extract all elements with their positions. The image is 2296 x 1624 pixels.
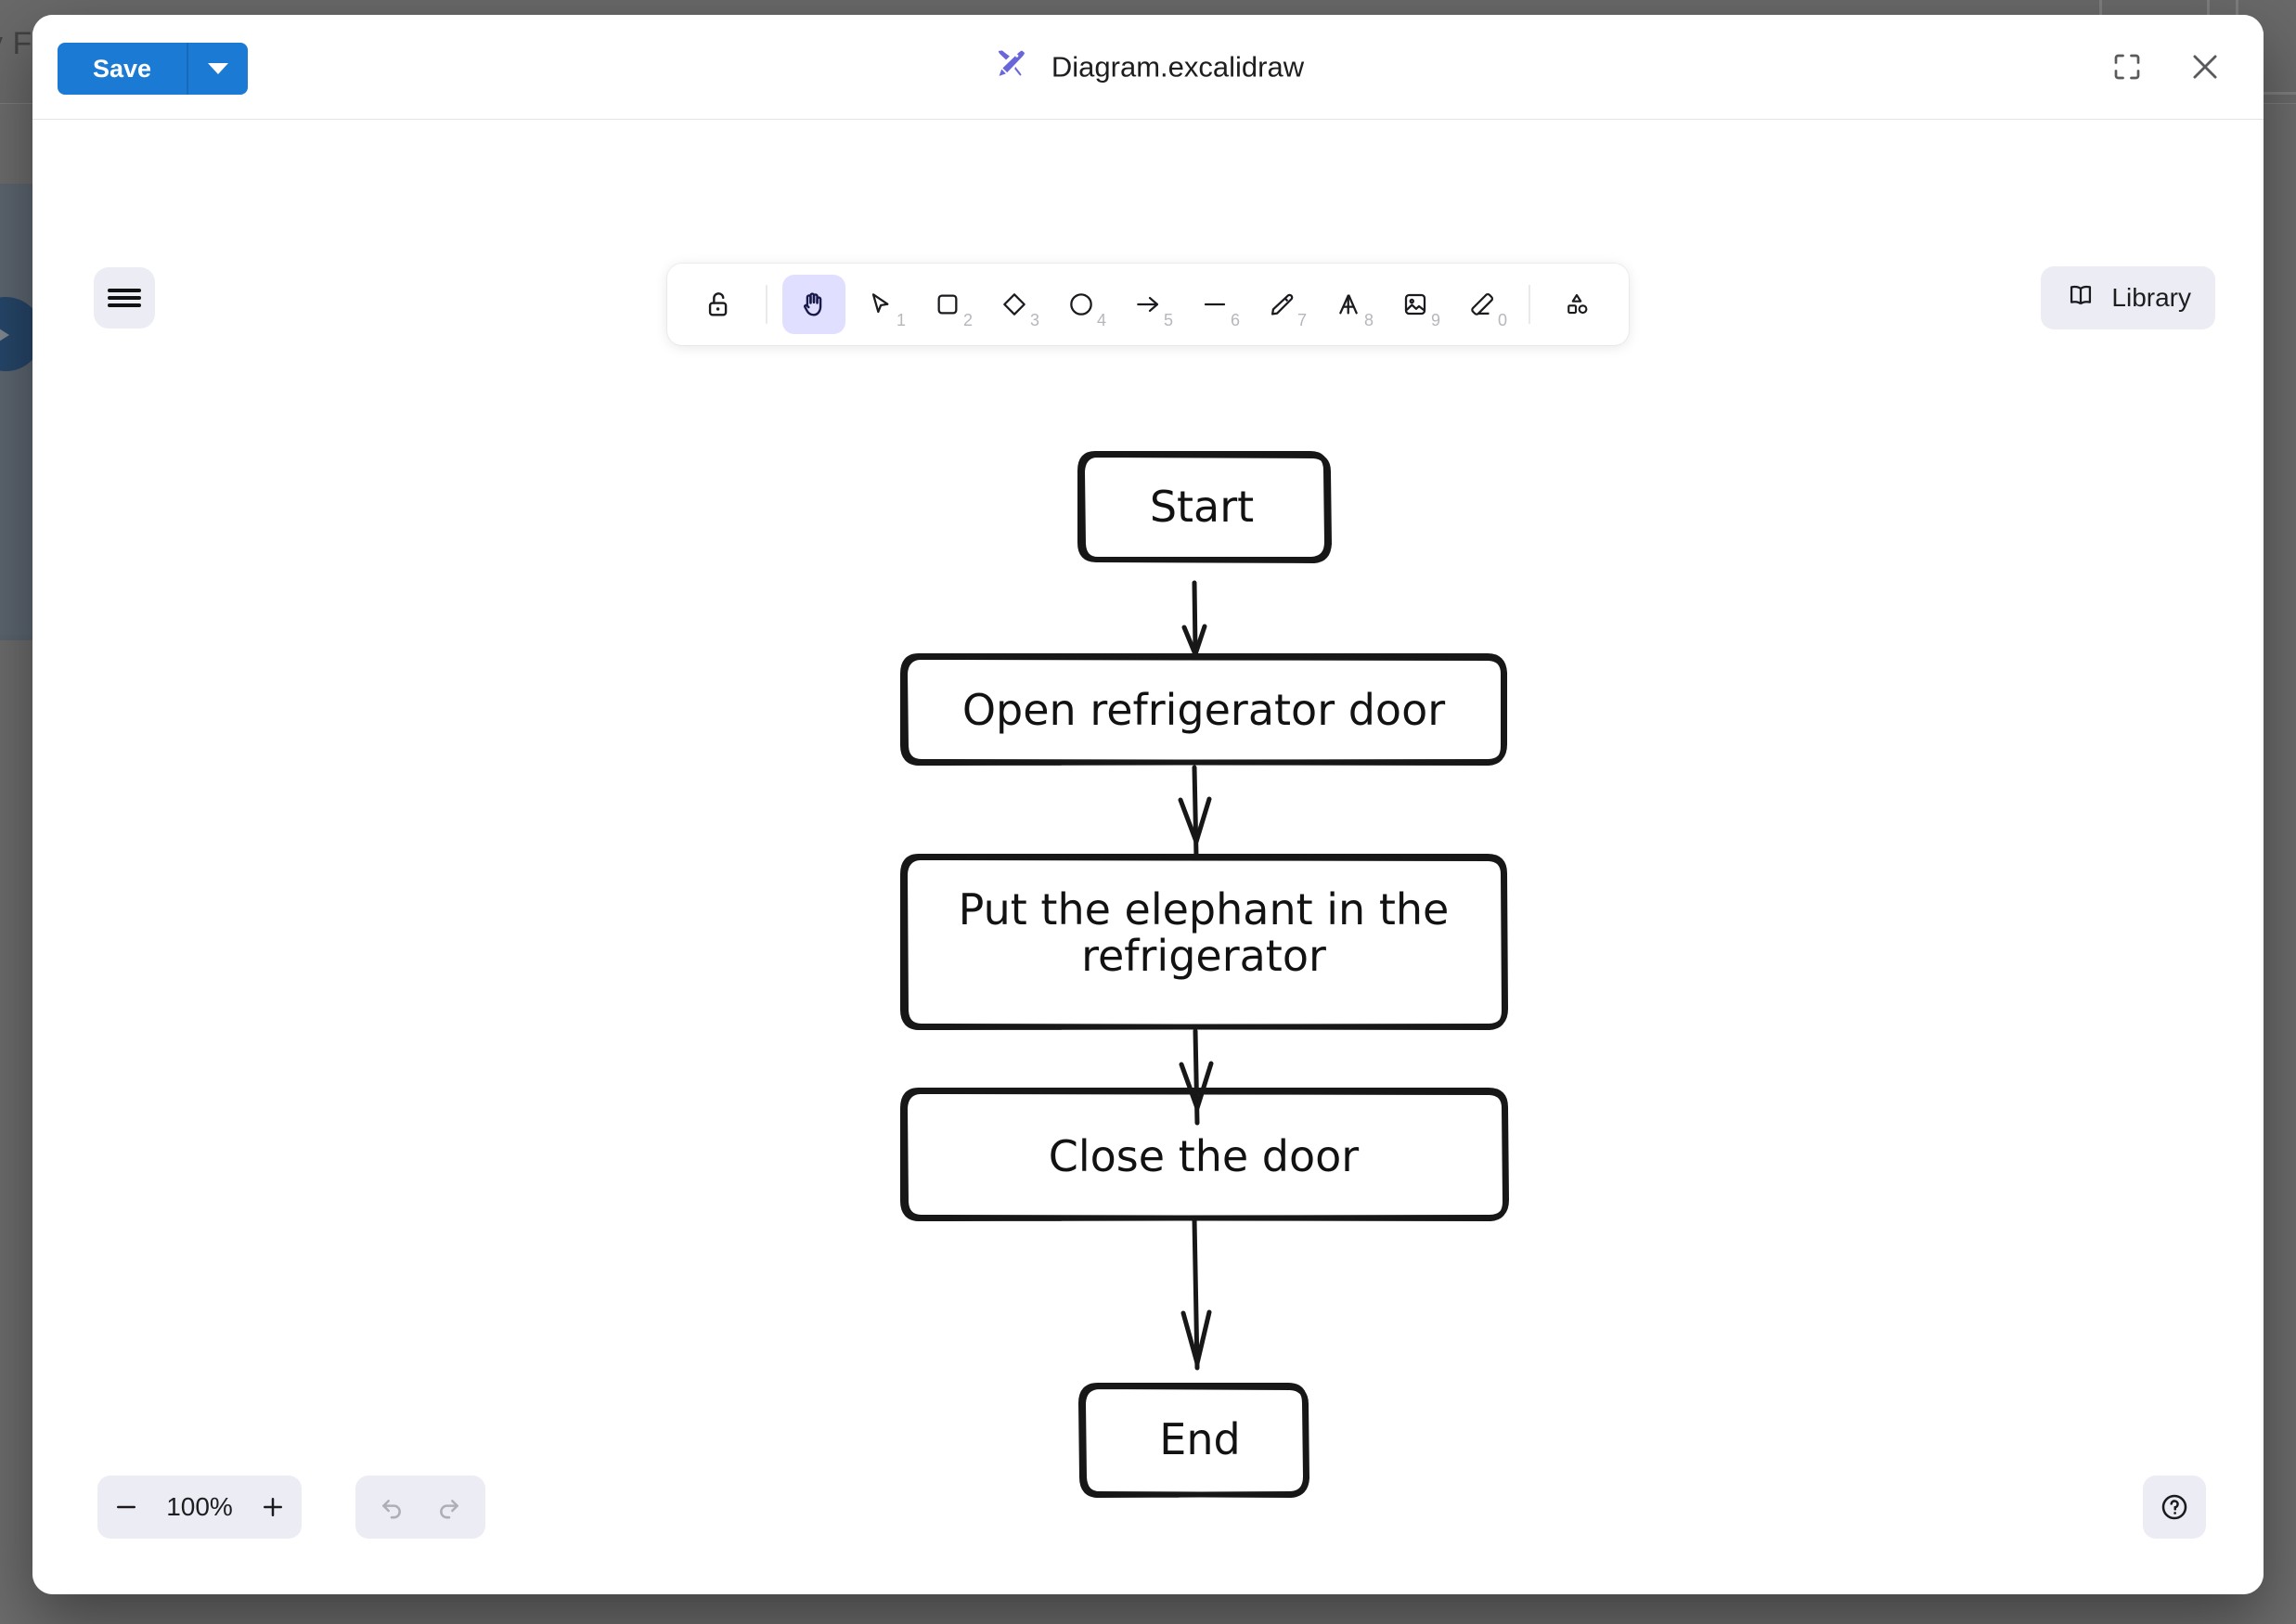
tool-draw[interactable]: 7 bbox=[1250, 275, 1313, 334]
window-title-group: Diagram.excalidraw bbox=[992, 46, 1304, 88]
fullscreen-button[interactable] bbox=[2106, 45, 2148, 88]
node-end-label: End bbox=[1159, 1414, 1240, 1464]
tool-shortcut-rectangle: 2 bbox=[962, 311, 973, 329]
window-controls bbox=[2106, 45, 2226, 88]
node-put-label-line2: refrigerator bbox=[1081, 931, 1326, 981]
edge-start-to-open bbox=[1192, 580, 1198, 653]
main-toolbar: 1 2 3 4 bbox=[667, 264, 1629, 345]
redo-button[interactable] bbox=[420, 1476, 478, 1539]
undo-button[interactable] bbox=[363, 1476, 420, 1539]
edge-close-to-end-head bbox=[1180, 1309, 1212, 1366]
zoom-level-value[interactable]: 100% bbox=[166, 1492, 233, 1521]
page-title: Diagram.excalidraw bbox=[1051, 50, 1305, 83]
tool-hand[interactable] bbox=[782, 275, 845, 334]
node-start-shape bbox=[1077, 451, 1332, 563]
tool-shortcut-draw: 7 bbox=[1296, 311, 1307, 329]
background-topbar-text: ly F bbox=[0, 26, 32, 61]
excalidraw-crossed-pencils-icon bbox=[992, 46, 1029, 88]
flowchart: Start Open refrigerator door Put the ele… bbox=[900, 451, 1509, 1498]
zoom-controls: 100% bbox=[97, 1476, 302, 1539]
drawing-canvas[interactable]: 1 2 3 4 bbox=[32, 120, 2264, 1594]
tool-shortcut-eraser: 0 bbox=[1497, 311, 1507, 329]
menu-bar-3 bbox=[108, 303, 141, 307]
toolbar-divider-1 bbox=[766, 285, 767, 324]
tool-diamond[interactable]: 3 bbox=[983, 275, 1046, 334]
library-button-label: Library bbox=[2111, 283, 2191, 312]
node-open-shape bbox=[900, 653, 1507, 766]
node-start-label: Start bbox=[1150, 482, 1254, 532]
menu-bar-1 bbox=[108, 289, 141, 292]
tool-shortcut-diamond: 3 bbox=[1029, 311, 1039, 329]
window-titlebar: Save Diagram.excalidraw bbox=[32, 15, 2264, 120]
tool-line[interactable]: 6 bbox=[1183, 275, 1246, 334]
tool-shortcut-selection: 1 bbox=[896, 311, 906, 329]
chevron-down-icon bbox=[208, 63, 229, 74]
tool-arrow[interactable]: 5 bbox=[1116, 275, 1180, 334]
tool-selection[interactable]: 1 bbox=[849, 275, 912, 334]
tool-eraser[interactable]: 0 bbox=[1451, 275, 1514, 334]
node-put-label-line1: Put the elephant in the bbox=[959, 884, 1450, 934]
zoom-out-button[interactable] bbox=[97, 1476, 155, 1539]
library-button[interactable]: Library bbox=[2041, 266, 2215, 329]
save-button[interactable]: Save bbox=[58, 43, 187, 95]
help-button[interactable] bbox=[2143, 1476, 2206, 1539]
tool-shortcut-text: 8 bbox=[1363, 311, 1374, 329]
excalidraw-window: Save Diagram.excalidraw bbox=[32, 15, 2264, 1594]
hamburger-menu-icon[interactable] bbox=[94, 267, 155, 329]
tool-text[interactable]: 8 bbox=[1317, 275, 1380, 334]
tool-rectangle[interactable]: 2 bbox=[916, 275, 979, 334]
node-close-label: Close the door bbox=[1049, 1131, 1360, 1181]
edge-put-to-close-head bbox=[1179, 1061, 1214, 1111]
history-controls bbox=[355, 1476, 485, 1539]
book-icon bbox=[2065, 279, 2096, 317]
tool-ellipse[interactable]: 4 bbox=[1050, 275, 1113, 334]
node-open-label: Open refrigerator door bbox=[962, 685, 1445, 735]
save-button-group[interactable]: Save bbox=[58, 43, 249, 95]
tool-shortcut-ellipse: 4 bbox=[1096, 311, 1106, 329]
node-end-shape bbox=[1078, 1383, 1309, 1498]
more-shapes-icon[interactable] bbox=[1545, 275, 1608, 334]
tool-image[interactable]: 9 bbox=[1384, 275, 1447, 334]
tool-shortcut-line: 6 bbox=[1230, 311, 1240, 329]
lock-open-icon[interactable] bbox=[688, 275, 751, 334]
menu-bar-2 bbox=[108, 296, 141, 300]
tool-shortcut-image: 9 bbox=[1430, 311, 1440, 329]
edge-open-to-put-head bbox=[1178, 796, 1212, 844]
edge-close-to-end bbox=[1192, 1217, 1200, 1371]
zoom-in-button[interactable] bbox=[244, 1476, 302, 1539]
toolbar-divider-2 bbox=[1529, 285, 1530, 324]
save-dropdown-button[interactable] bbox=[187, 43, 249, 95]
close-button[interactable] bbox=[2184, 45, 2226, 88]
node-close-shape bbox=[900, 1088, 1509, 1221]
tool-shortcut-arrow: 5 bbox=[1163, 311, 1173, 329]
node-put-shape bbox=[900, 854, 1508, 1030]
